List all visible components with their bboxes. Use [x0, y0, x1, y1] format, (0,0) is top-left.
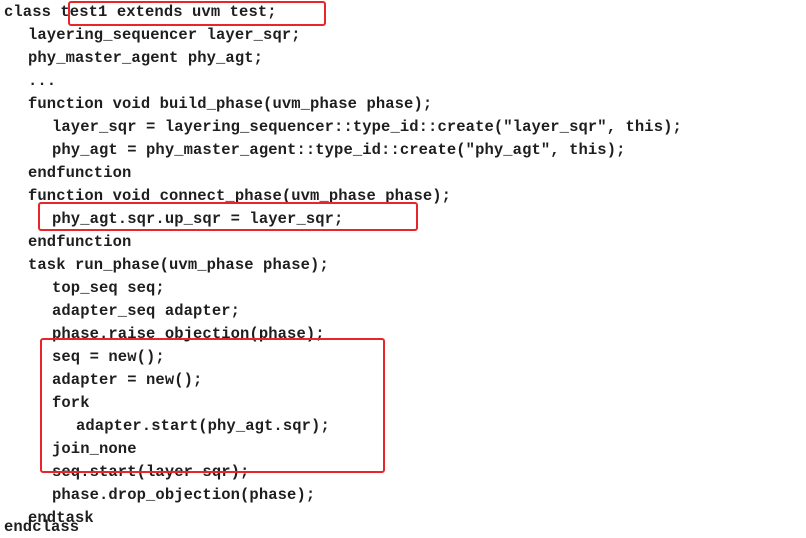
code-line: endtask	[28, 509, 94, 527]
code-line: endclass	[4, 518, 80, 536]
code-line: seq = new();	[52, 348, 165, 366]
code-line: task run_phase(uvm_phase phase);	[28, 256, 329, 274]
code-line: function void build_phase(uvm_phase phas…	[28, 95, 433, 113]
highlight-box-class-declaration	[68, 1, 326, 26]
code-line: function void connect_phase(uvm_phase ph…	[28, 187, 452, 205]
code-line: phy_agt.sqr.up_sqr = layer_sqr;	[52, 210, 344, 228]
code-line: layer_sqr = layering_sequencer::type_id:…	[52, 118, 682, 136]
code-line: top_seq seq;	[52, 279, 165, 297]
code-line: adapter = new();	[52, 371, 203, 389]
code-line: adapter_seq adapter;	[52, 302, 241, 320]
code-line: phy_agt = phy_master_agent::type_id::cre…	[52, 141, 626, 159]
code-line: layering_sequencer layer_sqr;	[28, 26, 301, 44]
code-line: phy_master_agent phy_agt;	[28, 49, 264, 67]
code-line: endfunction	[28, 164, 132, 182]
code-line: adapter.start(phy_agt.sqr);	[76, 417, 330, 435]
code-line: endfunction	[28, 233, 132, 251]
highlight-box-sequence-start-block	[40, 338, 385, 473]
code-line: class test1 extends uvm test;	[4, 3, 277, 21]
highlight-box-connect-statement	[38, 202, 418, 231]
code-line: join_none	[52, 440, 137, 458]
code-line: fork	[52, 394, 90, 412]
code-line: phase.drop_objection(phase);	[52, 486, 316, 504]
code-line: ...	[28, 72, 57, 90]
